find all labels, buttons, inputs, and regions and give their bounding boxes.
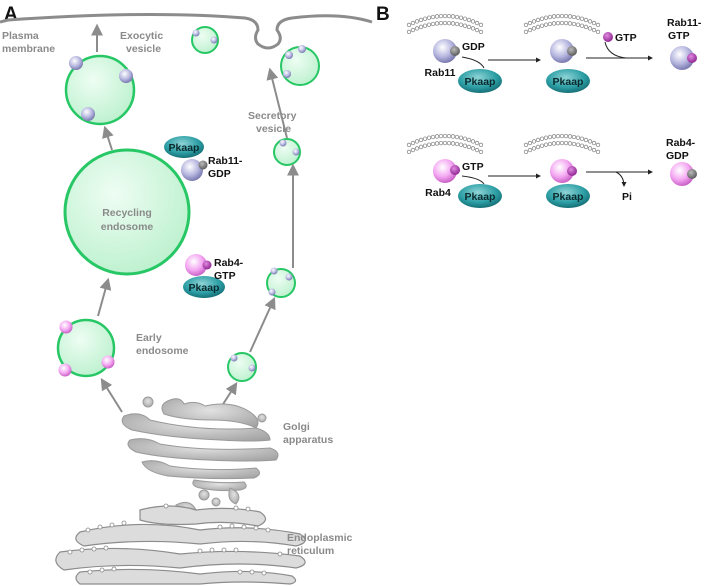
label-golgi-2: apparatus [283, 434, 333, 446]
row1-product-1: Rab11- [667, 17, 702, 29]
row2-bind-curve [461, 175, 485, 185]
recycling-endosome [63, 148, 191, 276]
row1-rab11-gdp [433, 39, 460, 63]
panel-b-label: B [376, 4, 390, 25]
pkaap-rab11-complex [164, 136, 208, 181]
label-secretory-2: vesicle [256, 123, 291, 135]
row1-gtp-curve [604, 41, 627, 59]
row2-complex [546, 159, 590, 208]
row1-pkaap-label-1: Pkaap [465, 76, 496, 88]
row1-gdp-label: GDP [462, 41, 485, 53]
arrow-golgi-to-early [100, 377, 123, 413]
arrow-golgi-to-secretory [249, 296, 276, 353]
row1-gtp-label: GTP [615, 32, 637, 44]
row2-rab-label: Rab4 [425, 187, 451, 199]
pkaap-label-a1: Pkaap [169, 142, 200, 154]
golgi-derived-vesicle [227, 352, 257, 382]
secretory-vesicle-mid [273, 138, 301, 166]
row1-rab11-gtp-product [670, 46, 697, 70]
early-endosome [56, 318, 116, 378]
arrow-early-to-recycling [97, 277, 112, 317]
label-rab4-gtp-2: GTP [214, 270, 236, 282]
row2-product-1: Rab4- [666, 137, 696, 149]
label-rab4-gtp-1: Rab4- [214, 257, 244, 269]
label-early-2: endosome [136, 345, 189, 357]
label-recycling-1: Recycling [102, 207, 152, 219]
label-rab11-gdp-1: Rab11- [208, 155, 243, 167]
row2-product-2: GDP [666, 150, 689, 162]
secretory-vesicle-low [266, 267, 296, 298]
label-recycling-2: endosome [101, 221, 154, 233]
label-secretory-1: Secretory [248, 110, 297, 122]
label-er-1: Endoplasmic [287, 532, 353, 544]
row2-pkaap-1 [458, 184, 502, 208]
row2-pkaap-label-2: Pkaap [553, 191, 584, 203]
membrane-bilayers [406, 13, 601, 155]
label-plasma-2: membrane [2, 43, 55, 55]
label-early-1: Early [136, 332, 162, 344]
row1-rab-label: Rab11 [425, 67, 456, 79]
arrow-recycling-to-exocytic [102, 125, 114, 151]
endoplasmic-reticulum [55, 505, 306, 585]
pkaap-label-a2: Pkaap [189, 282, 220, 294]
label-plasma-1: Plasma [2, 30, 39, 42]
bilayer-3 [406, 133, 484, 155]
row2-pkaap-label-1: Pkaap [465, 191, 496, 203]
row2-pi-label: Pi [622, 191, 632, 203]
row2-pi-release [615, 171, 627, 187]
rab4-pkaap-complex [183, 254, 225, 298]
exocytic-vesicle-top [191, 26, 219, 54]
secretory-vesicle-top [280, 45, 320, 86]
label-exocytic-2: vesicle [126, 43, 161, 55]
arrow-to-membrane [266, 67, 288, 139]
row1-pkaap-1 [458, 69, 502, 93]
exocytic-vesicle [64, 54, 136, 126]
row2-rab4-gtp [433, 159, 460, 183]
row1-pkaap-label-2: Pkaap [553, 76, 584, 88]
row1-complex [546, 39, 590, 93]
row1-gtp-ball [603, 32, 613, 42]
golgi-apparatus [121, 396, 279, 492]
label-rab11-gdp-2: GDP [208, 168, 231, 180]
bilayer-2 [523, 13, 601, 35]
row1-product-2: GTP [668, 30, 690, 42]
row2-gtp-label: GTP [462, 161, 484, 173]
plasma-membrane [0, 12, 373, 50]
label-er-2: reticulum [287, 545, 334, 557]
bilayer-1 [406, 13, 484, 35]
bilayer-4 [523, 133, 601, 155]
row2-rab4-gdp-product [670, 162, 697, 186]
label-exocytic-1: Exocytic [120, 30, 163, 42]
row1-bind-curve [461, 56, 485, 69]
ribosomes [67, 503, 283, 576]
label-golgi-1: Golgi [283, 421, 310, 433]
